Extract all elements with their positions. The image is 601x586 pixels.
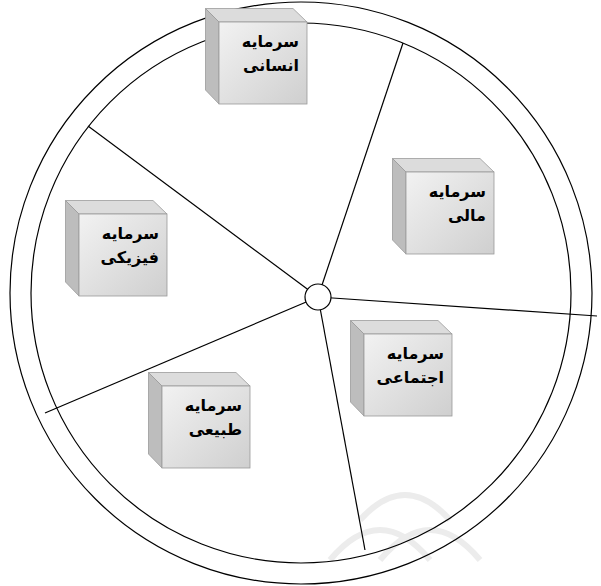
spoke-line (318, 43, 403, 297)
capital-cube: سرمایه مالی (392, 158, 494, 254)
inner-ring (31, 23, 571, 563)
spoke-line (318, 297, 365, 550)
watermark (330, 495, 480, 560)
capital-cube: سرمایه انسانی (205, 8, 307, 104)
spoke-line (318, 297, 597, 316)
cube-label: سرمایه طبیعی (170, 394, 242, 442)
hub-circle (305, 284, 331, 310)
cube-label: سرمایه مالی (414, 180, 486, 228)
cube-label: سرمایه انسانی (227, 30, 299, 78)
watermark-arc (380, 530, 480, 560)
cube-label: سرمایه فیزیکی (87, 222, 159, 270)
capital-cube: سرمایه اجتماعی (350, 320, 452, 416)
capital-cube: سرمایه فیزیکی (65, 200, 167, 296)
cube-label: سرمایه اجتماعی (372, 342, 444, 390)
spokes (45, 43, 597, 550)
watermark-arc (360, 495, 450, 520)
capital-cube: سرمایه طبیعی (148, 372, 250, 468)
outer-ring (10, 2, 592, 584)
